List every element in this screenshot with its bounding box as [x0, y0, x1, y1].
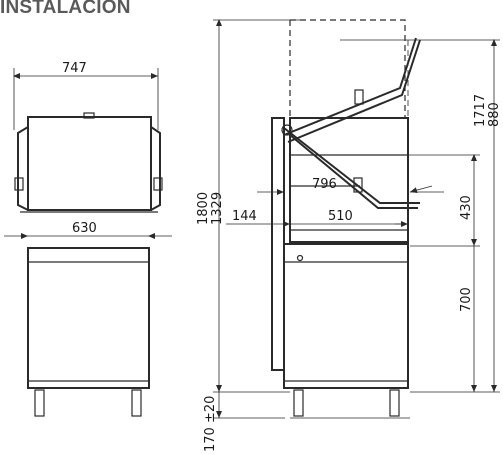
dim-430: 430: [459, 195, 474, 220]
dim-510: 510: [328, 209, 353, 224]
dim-747: 747: [62, 61, 87, 76]
dim-880: 880: [487, 102, 502, 127]
front-view: [4, 68, 172, 417]
dim-144: 144: [232, 209, 257, 224]
dim-1800: 1800: [196, 192, 211, 225]
side-body: [283, 243, 409, 389]
dim-170: 170 ±20: [203, 396, 218, 452]
dim-1717: 1717: [473, 94, 488, 127]
dim-700: 700: [459, 287, 474, 312]
page-title: INSTALACIÓN: [0, 0, 131, 18]
dim-630: 630: [72, 221, 97, 236]
side-view: [213, 19, 500, 419]
dim-796: 796: [312, 177, 337, 192]
front-body: [27, 247, 150, 389]
dim-1329: 1329: [210, 192, 225, 225]
dimension-labels: 747 630 1800 1329 1717 880 796 144 510 4…: [62, 61, 502, 452]
side-column: [271, 117, 285, 371]
front-hood: [27, 116, 152, 211]
